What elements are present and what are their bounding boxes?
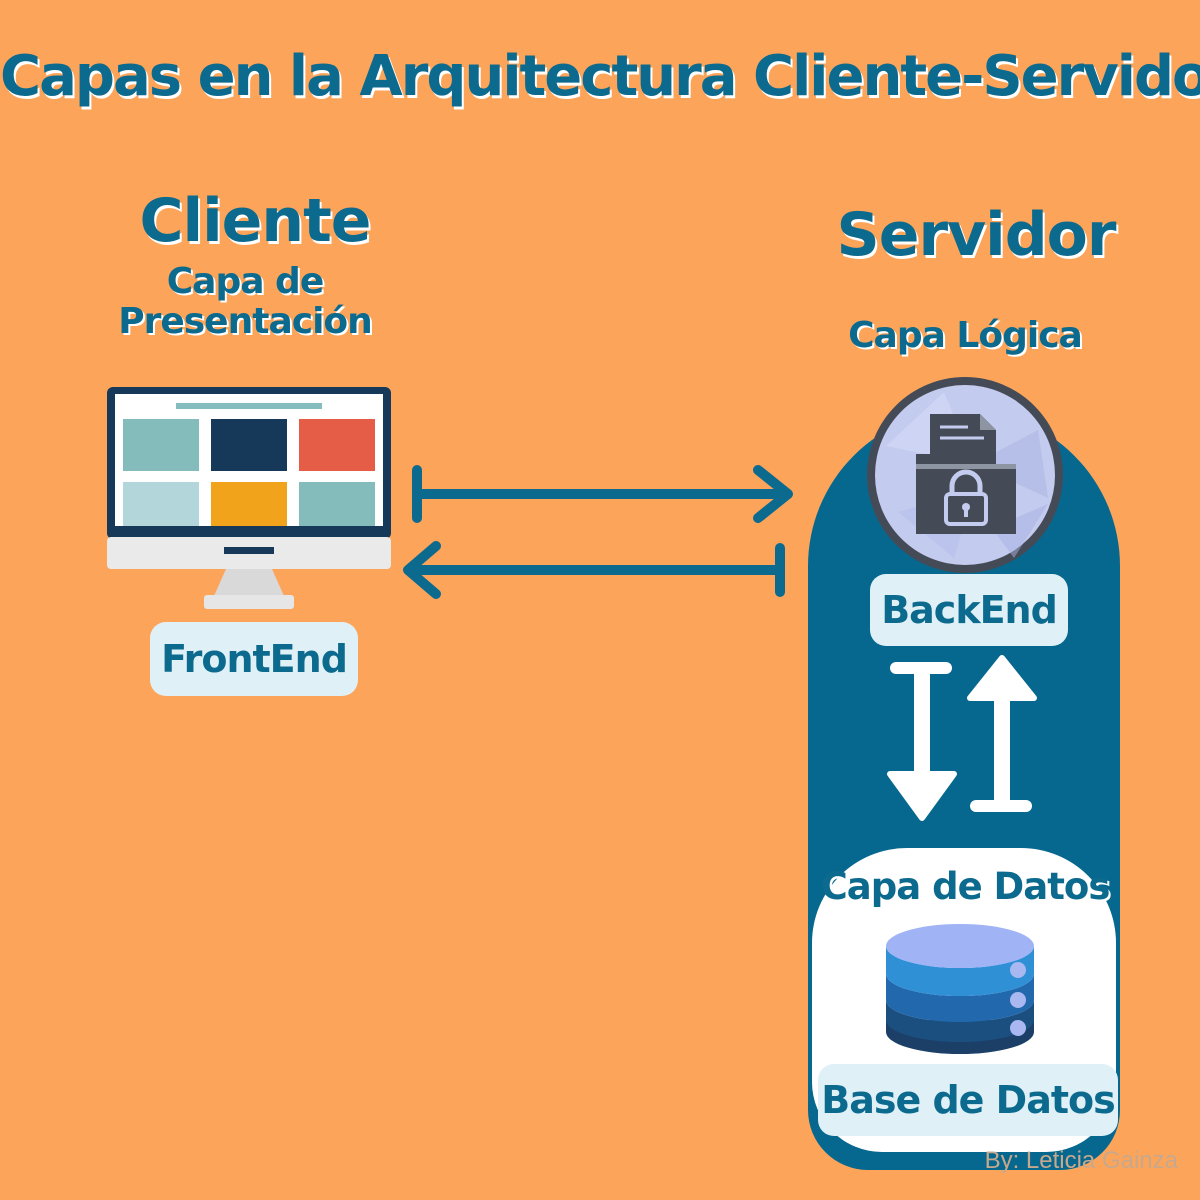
down-arrow-icon — [887, 662, 957, 821]
database-label: Base de Datos — [818, 1064, 1118, 1136]
server-heading: Servidor — [836, 200, 1117, 270]
client-heading: Cliente — [139, 186, 372, 256]
request-arrow — [412, 465, 793, 523]
frontend-label: FrontEnd — [150, 622, 358, 696]
secure-documents-folder-icon — [867, 377, 1063, 573]
backend-label: BackEnd — [870, 574, 1068, 646]
author-credit: By: Leticia Gainza — [984, 1147, 1178, 1174]
page-title: Capas en la Arquitectura Cliente-Servido… — [0, 44, 1200, 109]
desktop-monitor-icon — [107, 387, 391, 609]
presentation-layer-label: Capa de Presentación — [118, 261, 373, 343]
logic-layer-label: Capa Lógica — [848, 315, 1083, 356]
database-stack-icon — [886, 924, 1034, 1054]
data-layer-label: Capa de Datos — [820, 865, 1111, 908]
up-arrow-icon — [967, 655, 1037, 812]
response-arrow — [403, 541, 785, 599]
